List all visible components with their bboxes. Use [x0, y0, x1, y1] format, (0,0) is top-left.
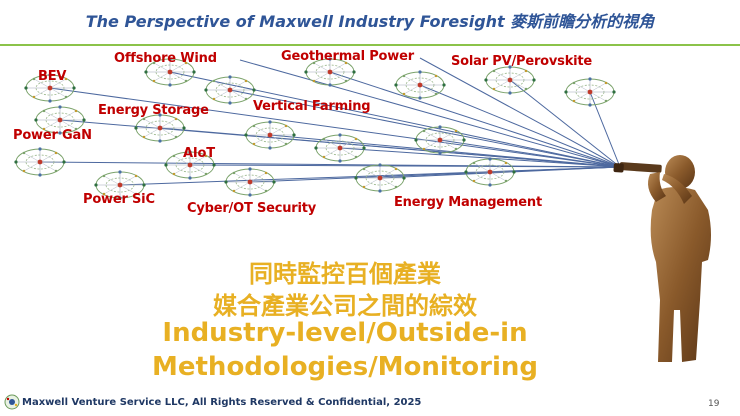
industry-label-bev: BEV — [38, 69, 67, 84]
sight-line — [229, 89, 621, 168]
footer-copyright: Maxwell Venture Service LLC, All Rights … — [22, 397, 422, 408]
sight-line — [419, 57, 621, 168]
headline-cn-monitor-industries: 同時監控百個產業 — [249, 260, 441, 288]
sight-line — [509, 79, 621, 168]
sight-line — [239, 59, 621, 168]
sight-line — [419, 84, 621, 168]
sight-line — [489, 166, 621, 173]
industry-label-power-gan: Power GaN — [13, 128, 92, 143]
industry-label-cyber-ot-security: Cyber/OT Security — [187, 201, 317, 216]
page-number: 19 — [708, 399, 720, 409]
man-with-telescope-silhouette — [613, 155, 711, 362]
industry-label-offshore-wind: Offshore Wind — [114, 51, 217, 66]
headline-en-methodologies: Methodologies/Monitoring — [152, 352, 538, 382]
sight-line — [189, 164, 621, 168]
slide-title: The Perspective of Maxwell Industry Fore… — [85, 12, 655, 31]
sight-line — [339, 147, 621, 168]
industry-label-vertical-farming: Vertical Farming — [253, 99, 371, 114]
industry-label-solar-pv: Solar PV/Perovskite — [451, 54, 593, 69]
sight-line — [329, 71, 621, 168]
industry-label-energy-storage: Energy Storage — [98, 103, 209, 118]
industry-label-energy-management: Energy Management — [394, 195, 542, 210]
headline-en-industry-level: Industry-level/Outside-in — [162, 318, 528, 348]
sight-line — [269, 134, 621, 168]
industry-label-geothermal-power: Geothermal Power — [281, 49, 414, 64]
sight-line — [49, 87, 621, 168]
headline-cn-synergy: 媒合產業公司之間的綜效 — [213, 292, 477, 320]
sight-line — [169, 71, 621, 168]
maxwell-logo-icon — [4, 394, 20, 410]
sight-line — [439, 139, 621, 168]
title-divider — [0, 44, 740, 46]
industry-label-aiot: AIoT — [183, 146, 215, 161]
sight-line — [159, 127, 621, 168]
industry-label-power-sic: Power SiC — [83, 192, 155, 207]
